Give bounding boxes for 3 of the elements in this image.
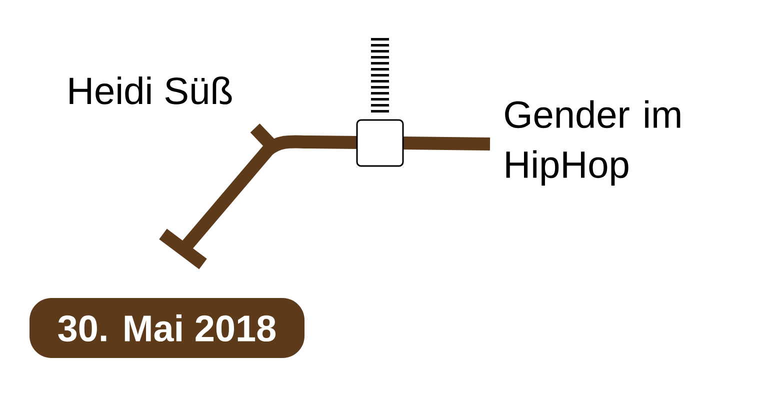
station-label: Gender im HipHop: [505, 100, 680, 186]
date-badge: 30. Mai 2018: [30, 298, 304, 358]
station-label: Heidi Süß: [70, 76, 232, 104]
